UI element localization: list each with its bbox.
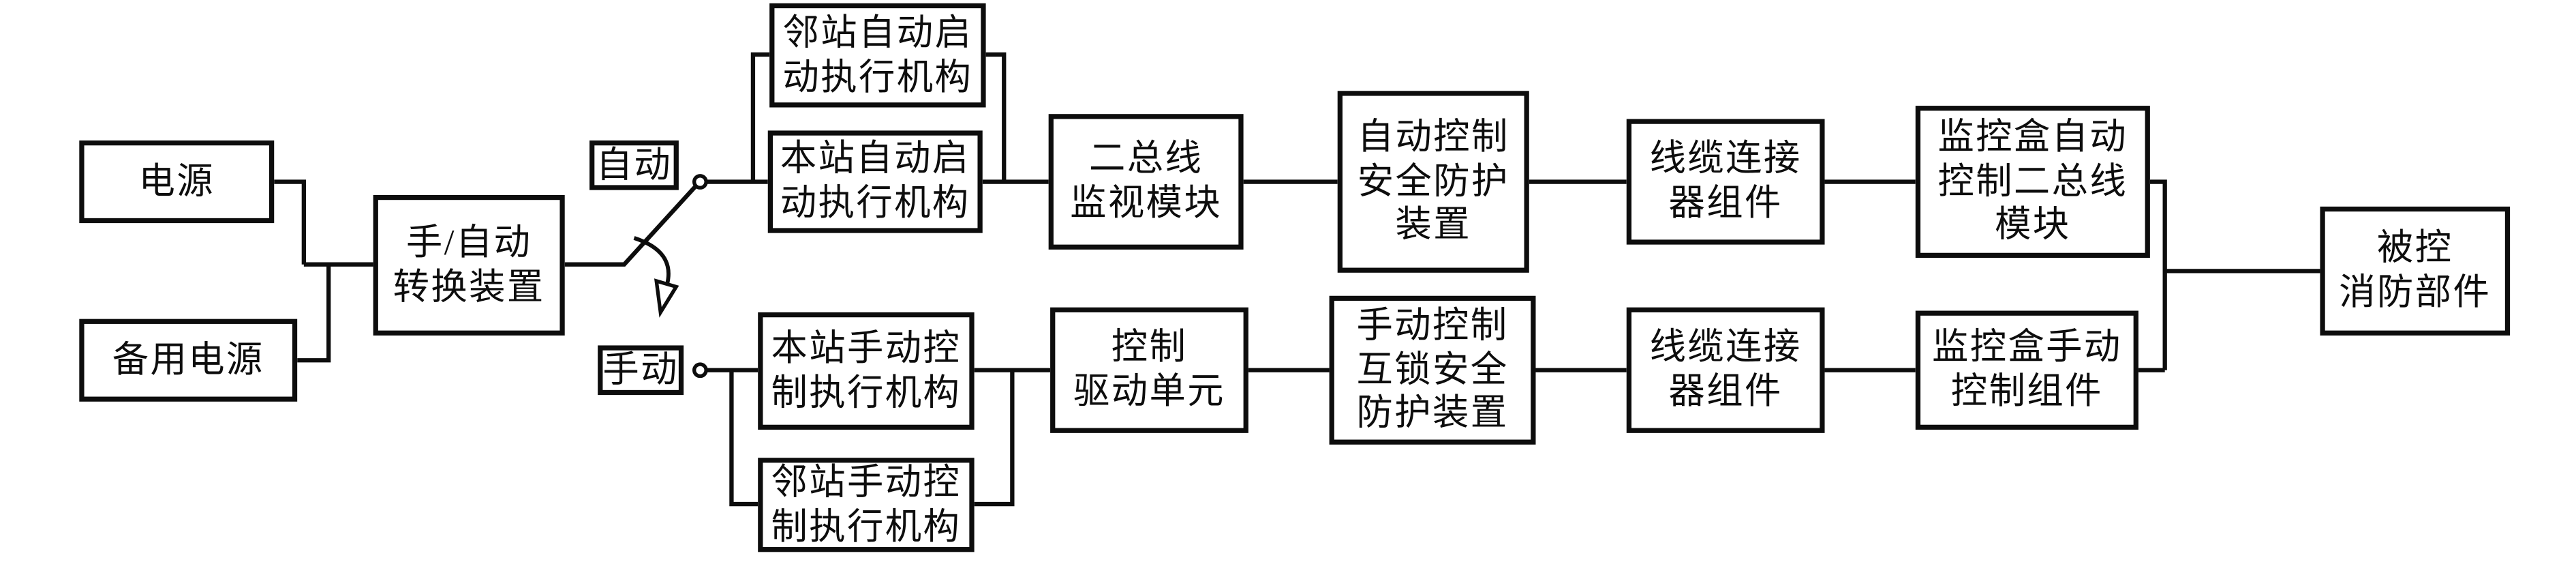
node-local-auto: 本站自动启 动执行机构 (767, 130, 983, 233)
node-manual-guard: 手动控制 互锁安全 防护装置 (1329, 295, 1536, 445)
node-drive-unit: 控制 驱动单元 (1050, 307, 1248, 433)
node-monitor-box-auto: 监控盒自动 控制二总线 模块 (1915, 106, 2150, 258)
wire (2149, 179, 2167, 370)
node-controlled-fire-component: 被控 消防部件 (2320, 206, 2511, 336)
wire (729, 370, 758, 507)
wire (974, 370, 1015, 507)
wire (297, 264, 331, 363)
node-cable-connector-bottom: 线缆连接 器组件 (1626, 307, 1825, 433)
switch-lever-icon (564, 185, 697, 267)
node-selector: 手/自动 转换装置 (373, 194, 565, 336)
wire (750, 52, 770, 182)
node-auto-guard: 自动控制 安全防护 装置 (1337, 91, 1529, 273)
mode-switch-arrow-icon (633, 236, 679, 318)
node-neighbor-manual: 邻站手动控 制执行机构 (758, 458, 975, 552)
switch-contact-manual-icon (692, 362, 708, 379)
node-mode-auto: 自动 (589, 140, 679, 190)
node-neighbor-auto: 邻站自动启 动执行机构 (769, 3, 986, 108)
node-local-manual: 本站手动控 制执行机构 (758, 312, 975, 430)
node-cable-connector-top: 线缆连接 器组件 (1626, 119, 1825, 245)
switch-contact-auto-icon (692, 174, 708, 190)
node-monitor-box-manual: 监控盒手动 控制组件 (1915, 310, 2138, 430)
node-mode-manual: 手动 (598, 345, 684, 396)
node-power: 电源 (79, 140, 275, 224)
node-bus-monitor: 二总线 监视模块 (1048, 114, 1244, 250)
wire (985, 52, 1007, 182)
wire (274, 179, 307, 265)
node-backup-power: 备用电源 (79, 319, 298, 402)
